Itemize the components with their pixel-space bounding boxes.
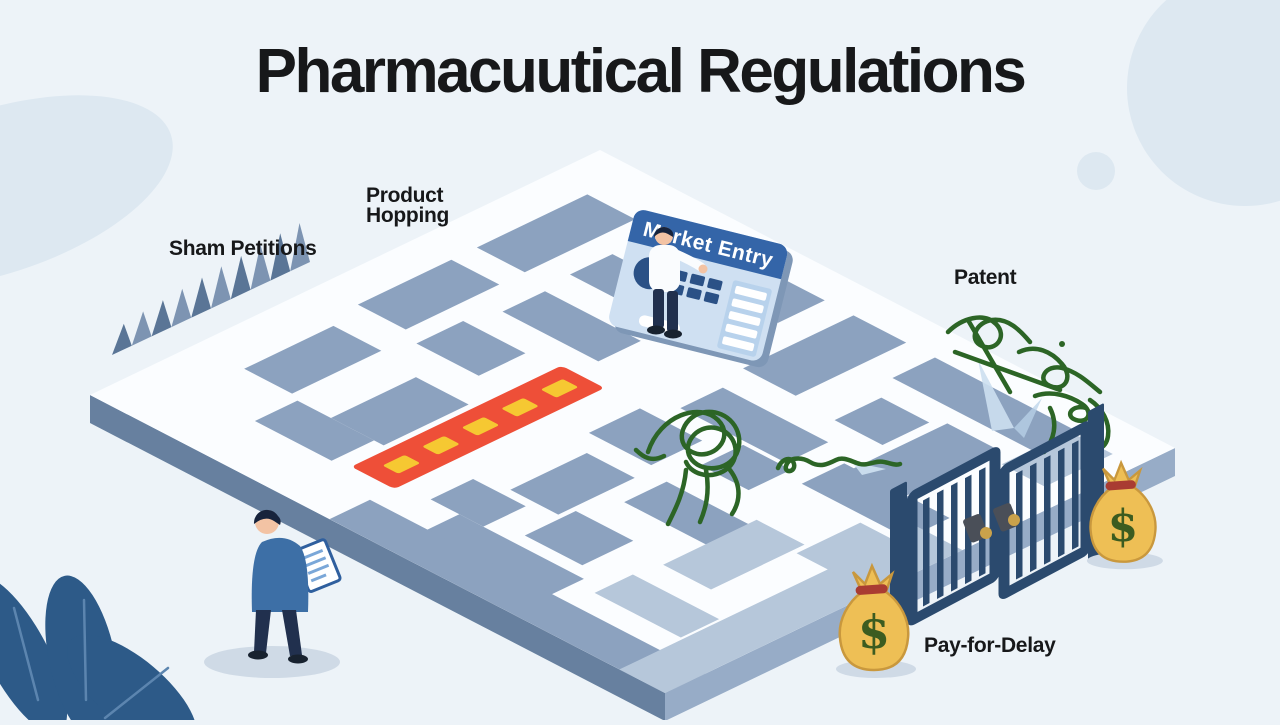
scribbles — [633, 315, 1111, 527]
gate-right — [998, 403, 1104, 599]
corner-blob — [0, 95, 173, 289]
sign-person — [647, 226, 708, 339]
background-decor — [0, 0, 1280, 289]
red-route — [353, 366, 603, 488]
label-pay-for-delay: Pay-for-Delay — [924, 634, 1056, 657]
center-tangle — [645, 409, 742, 478]
money-bag-left: $ — [836, 562, 916, 678]
dollar-symbol: $ — [858, 605, 890, 659]
dollar-symbol: $ — [1108, 501, 1138, 552]
page-title: Pharmacuutical Regulations — [255, 37, 1027, 106]
plant-leaves — [0, 575, 197, 725]
label-sham-petitions: Sham Petitions — [169, 237, 317, 260]
money-bag-right: $ — [1086, 459, 1163, 570]
big-circle — [1127, 0, 1280, 206]
small-circle — [1077, 152, 1115, 190]
label-patent: Patent — [954, 266, 1017, 289]
label-product-hopping: Product Hopping — [366, 184, 450, 227]
gate-locks — [963, 503, 1020, 543]
sign-list-rows — [722, 285, 767, 352]
wavy-line — [775, 456, 903, 474]
inspector-person — [204, 509, 342, 678]
spikes — [112, 223, 310, 355]
